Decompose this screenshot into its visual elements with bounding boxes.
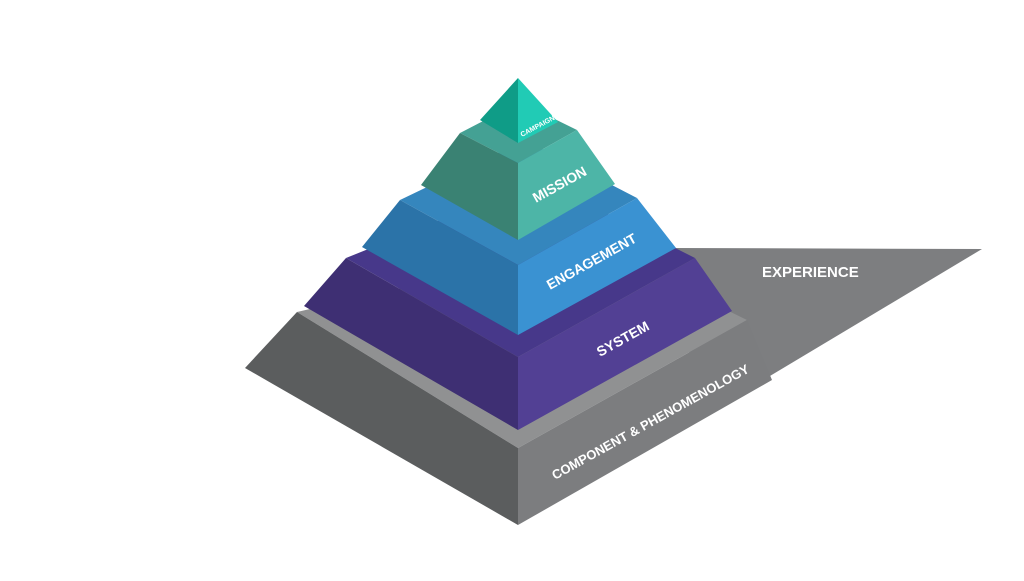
layer-engagement-right xyxy=(518,198,676,335)
layer-campaign-right xyxy=(518,78,558,143)
layer-system-right xyxy=(518,258,732,430)
layer-engagement-left xyxy=(362,200,518,335)
layer-mission-left xyxy=(421,133,518,240)
layer-campaign-left xyxy=(480,78,518,143)
layer-component-left xyxy=(245,312,518,525)
layer-mission-right xyxy=(518,130,615,240)
layer-component-right xyxy=(518,320,772,525)
experience-label: EXPERIENCE xyxy=(762,264,859,281)
layer-system-left xyxy=(304,258,518,430)
